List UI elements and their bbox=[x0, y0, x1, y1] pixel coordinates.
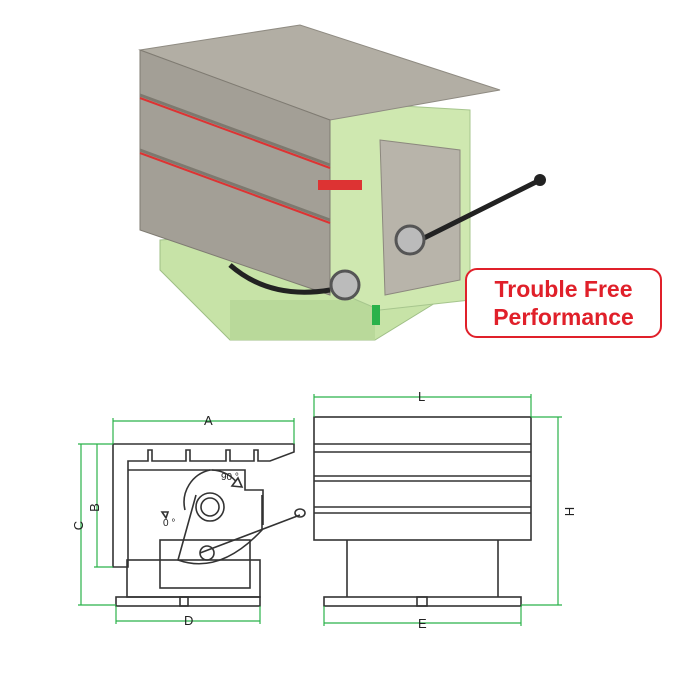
dimension-b: B bbox=[86, 503, 102, 512]
badge-line-1: Trouble Free bbox=[494, 276, 633, 302]
dimension-a: A bbox=[204, 413, 213, 428]
trouble-free-badge: Trouble Free Performance bbox=[465, 268, 662, 338]
badge-line-2: Performance bbox=[493, 304, 634, 330]
angle-90-label: 90 ° bbox=[221, 472, 239, 483]
dimension-c: C bbox=[71, 520, 87, 531]
front-view-drawing bbox=[313, 416, 532, 607]
product-photo bbox=[138, 24, 546, 341]
angle-0-label: 0 ° bbox=[163, 518, 176, 529]
dimension-e: E bbox=[418, 616, 427, 631]
dimension-d: D bbox=[184, 613, 194, 628]
dimension-l: L bbox=[418, 389, 426, 404]
dimension-lines bbox=[78, 394, 562, 626]
side-view-drawing bbox=[112, 443, 306, 607]
dimension-h: H bbox=[562, 506, 578, 517]
